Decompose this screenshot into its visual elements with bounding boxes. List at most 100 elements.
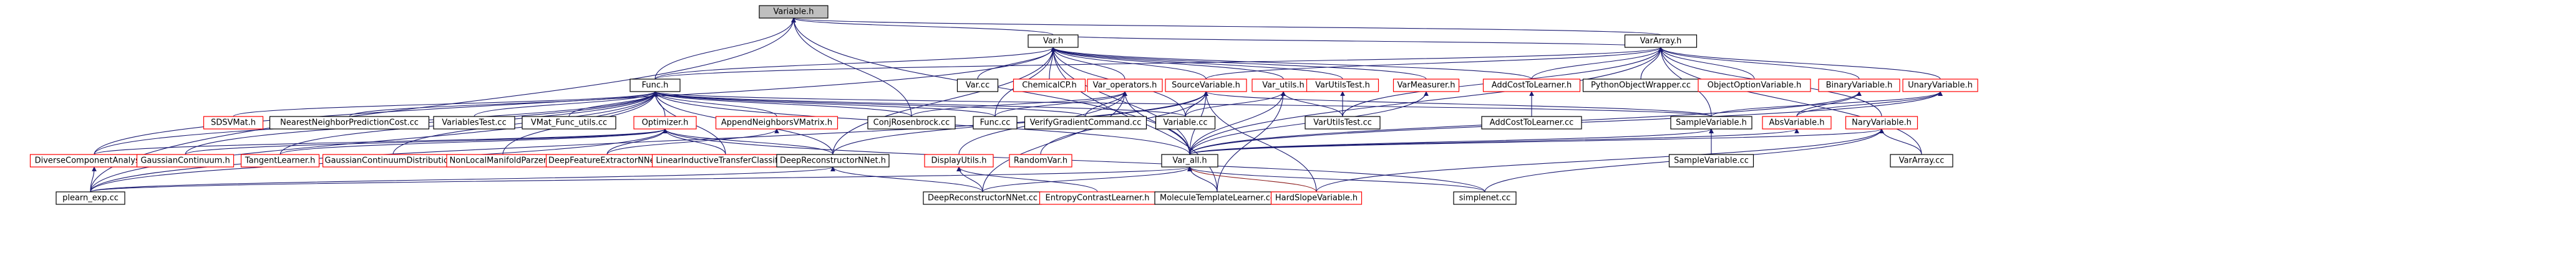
node-samplevariable-h[interactable]: SampleVariable.h	[1670, 116, 1752, 130]
node-binaryvariable-h[interactable]: BinaryVariable.h	[1818, 78, 1900, 92]
edge-line	[1051, 47, 1207, 80]
edge-line	[185, 128, 668, 155]
node-var-cc[interactable]: Var.cc	[956, 78, 999, 92]
node-func-cc[interactable]: Func.cc	[973, 116, 1018, 130]
edge-deepfeatureextractornnet_h-to-appendneighborsvmatrix_h	[606, 128, 779, 155]
node-diversecomponentanalysis-h[interactable]: DiverseComponentAnalysis.h	[29, 154, 159, 168]
node-unaryvariable-h[interactable]: UnaryVariable.h	[1902, 78, 1978, 92]
node-verifygradientcommand-cc[interactable]: VerifyGradientCommand.cc	[1024, 116, 1147, 130]
edge-line	[1187, 166, 1317, 192]
node-conjrosenbrock-cc[interactable]: ConjRosenbrock.cc	[867, 116, 956, 130]
edge-line	[1189, 128, 1799, 155]
node-tangentlearner-h[interactable]: TangentLearner.h	[240, 154, 320, 168]
node-label: simplenet.cc	[1459, 194, 1511, 203]
node-variable-h[interactable]: Variable.h	[759, 5, 829, 19]
node-randomvar-h[interactable]: RandomVar.h	[1009, 154, 1072, 168]
node-func-h[interactable]: Func.h	[629, 78, 681, 92]
edge-varmeasurer_h-to-var_h	[1051, 47, 1427, 80]
node-plearn-exp-cc[interactable]: plearn_exp.cc	[56, 191, 125, 205]
edge-line	[1187, 166, 1485, 192]
edge-tangentlearner_h-to-optimizer_h	[279, 128, 668, 155]
node-label: Variable.h	[773, 7, 814, 17]
node-sourcevariable-h[interactable]: SourceVariable.h	[1165, 78, 1247, 92]
node-var-all-h[interactable]: Var_all.h	[1161, 154, 1218, 168]
node-var-h[interactable]: Var.h	[1028, 34, 1079, 48]
edge-line	[653, 91, 996, 117]
edge-var_all_h-to-vararray_h	[1189, 47, 1663, 155]
node-appendneighborsvmatrix-h[interactable]: AppendNeighborsVMatrix.h	[715, 116, 838, 130]
edge-line	[1051, 47, 1125, 80]
edge-conjrosenbrock_cc-to-func_h	[653, 91, 912, 117]
node-varutilstest-h[interactable]: VarUtilsTest.h	[1306, 78, 1379, 92]
node-hardslopevariable-h[interactable]: HardSlopeVariable.h	[1270, 191, 1363, 205]
node-label: ObjectOptionVariable.h	[1708, 81, 1802, 90]
edge-var_all_h-to-var_h	[1051, 47, 1190, 155]
node-box	[1013, 78, 1086, 92]
edge-line	[911, 91, 1127, 117]
node-box	[1009, 154, 1072, 168]
node-naryvariable-h[interactable]: NaryVariable.h	[1845, 116, 1918, 130]
edge-var_operators_h-to-var_h	[1051, 47, 1125, 80]
edge-func_h-to-var_h	[654, 47, 1056, 80]
node-pythonobjectwrapper-cc[interactable]: PythonObjectWrapper.cc	[1582, 78, 1699, 92]
node-objectoptionvariable-h[interactable]: ObjectOptionVariable.h	[1698, 78, 1811, 92]
node-box	[1481, 116, 1582, 130]
node-label: RandomVar.h	[1014, 156, 1067, 166]
edge-line	[606, 128, 668, 155]
node-var-operators-h[interactable]: Var_operators.h	[1087, 78, 1163, 92]
edge-entropycontrastlearner_h-to-displayutils_h	[956, 166, 1098, 192]
node-addcosttolearner-cc[interactable]: AddCostToLearner.cc	[1481, 116, 1582, 130]
edge-line	[653, 91, 777, 117]
node-box	[867, 116, 956, 130]
node-deepreconstructornnet-h[interactable]: DeepReconstructorNNet.h	[776, 154, 890, 168]
node-variable-cc[interactable]: Variable.cc	[1155, 116, 1216, 130]
edge-line	[1711, 91, 1943, 117]
edge-line	[1052, 34, 1663, 48]
node-addcosttolearner-h[interactable]: AddCostToLearner.h	[1482, 78, 1581, 92]
node-simplenet-cc[interactable]: simplenet.cc	[1453, 191, 1517, 205]
edge-line	[653, 91, 1186, 117]
node-chemicalcp-h[interactable]: ChemicalCP.h	[1013, 78, 1086, 92]
node-absvariable-h[interactable]: AbsVariable.h	[1762, 116, 1832, 130]
node-gaussiancontinuumdistribution-h[interactable]: GaussianContinuumDistribution.h	[322, 154, 464, 168]
edge-var_all_h-to-samplevariable_h	[1189, 128, 1714, 155]
node-sdsvmat-h[interactable]: SDSVMat.h	[203, 116, 264, 130]
node-entropycontrastlearner-h[interactable]: EntropyContrastLearner.h	[1039, 191, 1156, 205]
node-deepfeatureextractornnet-h[interactable]: DeepFeatureExtractorNNet.h	[545, 154, 669, 168]
edge-func_cc-to-var_operators_h	[994, 91, 1127, 117]
node-vmat-func-utils-cc[interactable]: VMat_Func_utils.cc	[522, 116, 616, 130]
edge-simplenet_cc-to-var_all_h	[1187, 166, 1485, 192]
node-var-utils-h[interactable]: Var_utils.h	[1252, 78, 1315, 92]
node-samplevariable-cc[interactable]: SampleVariable.cc	[1668, 154, 1754, 168]
edge-nearestneighborpredictioncost_cc-to-func_h	[349, 91, 658, 117]
node-vararray-cc[interactable]: VarArray.cc	[1890, 154, 1953, 168]
edge-var_utils_h-to-var_h	[1051, 47, 1284, 80]
edge-func_h-to-variable_h	[654, 17, 796, 80]
edge-deepreconstructornnet_cc-to-var_operators_h	[982, 91, 1127, 192]
edge-variablestest_cc-to-func_h	[474, 91, 658, 117]
edge-binaryvariable_h-to-vararray_h	[1658, 47, 1860, 80]
edge-line	[1796, 91, 1943, 117]
node-box	[1624, 34, 1698, 48]
node-displayutils-h[interactable]: DisplayUtils.h	[924, 154, 994, 168]
edge-diversecomponentanalysis_h-to-optimizer_h	[94, 128, 668, 155]
edge-conjrosenbrock_cc-to-variable_h	[791, 17, 912, 117]
node-optimizer-h[interactable]: Optimizer.h	[633, 116, 697, 130]
node-deepreconstructornnet-cc[interactable]: DeepReconstructorNNet.cc	[923, 191, 1043, 205]
node-label: VarMeasurer.h	[1397, 81, 1456, 90]
edge-plearn_exp_cc-to-diversecomponentanalysis_h	[90, 166, 97, 192]
node-gaussiancontinuum-h[interactable]: GaussianContinuum.h	[136, 154, 235, 168]
edge-conjrosenbrock_cc-to-var_operators_h	[911, 91, 1127, 117]
node-nearestneighborpredictioncost-cc[interactable]: NearestNeighborPredictionCost.cc	[269, 116, 430, 130]
node-label: PythonObjectWrapper.cc	[1591, 81, 1691, 90]
edge-plearn_exp_cc-to-var_all_h	[90, 166, 1192, 192]
node-nonlocalmanifoldparzen-h[interactable]: NonLocalManifoldParzen.h	[446, 154, 560, 168]
node-vararray-h[interactable]: VarArray.h	[1624, 34, 1698, 48]
node-varutilstest-cc[interactable]: VarUtilsTest.cc	[1305, 116, 1381, 130]
node-varmeasurer-h[interactable]: VarMeasurer.h	[1392, 78, 1460, 92]
node-variablestest-cc[interactable]: VariablesTest.cc	[433, 116, 515, 130]
node-moleculetemplatelearner-cc[interactable]: MoleculeTemplateLearner.cc	[1154, 191, 1280, 205]
edge-line	[977, 47, 1056, 80]
edge-sourcevariable_h-to-vararray_h	[1205, 47, 1663, 80]
node-label: DeepReconstructorNNet.cc	[928, 194, 1038, 203]
